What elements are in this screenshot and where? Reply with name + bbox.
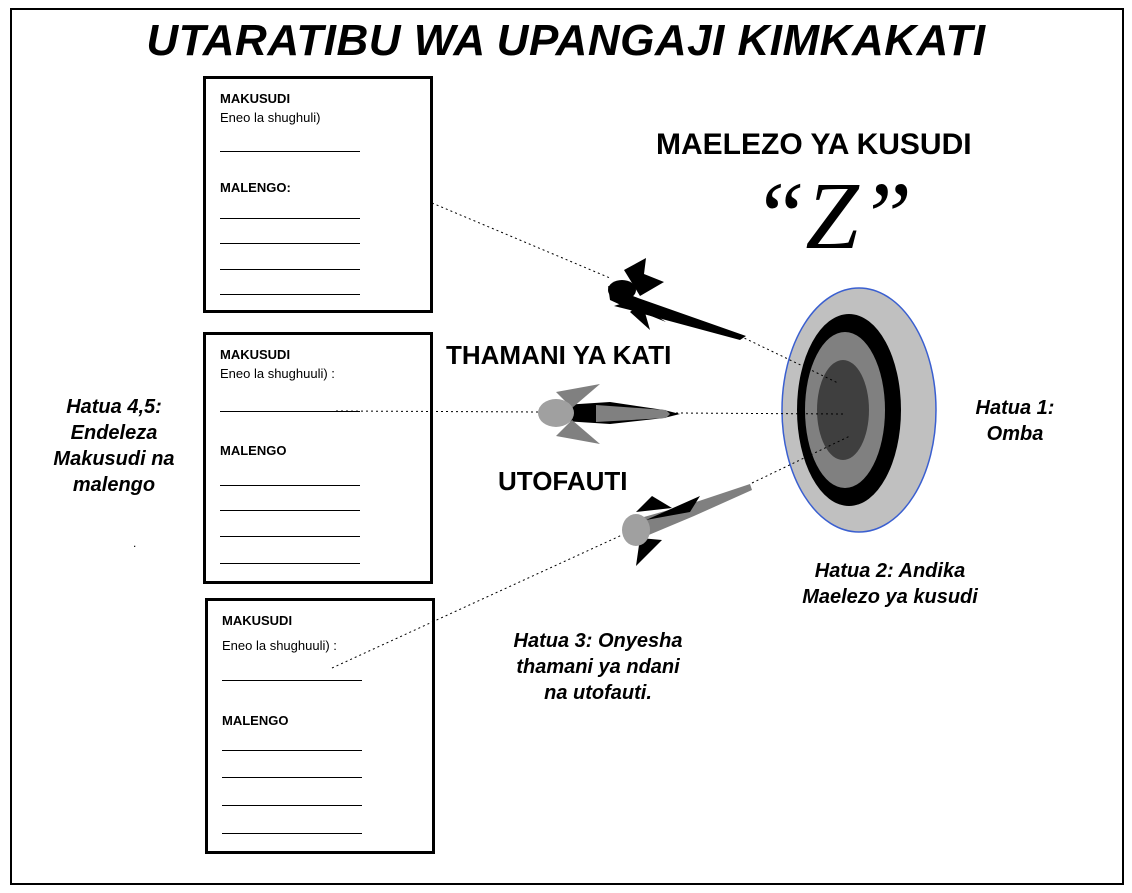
step-3-line: Hatua 3: Onyesha (513, 630, 683, 652)
card-middle-heading: MAKUSUDI (220, 347, 291, 362)
card-middle-goal-line (220, 485, 360, 486)
step-1-line: Omba (986, 423, 1044, 445)
step-3-line: thamani ya ndani (516, 656, 680, 678)
card-top: MAKUSUDI Eneo la shughuli) MALENGO: (203, 76, 433, 313)
step-2-line: Maelezo ya kusudi (802, 586, 978, 608)
card-middle: MAKUSUDI Eneo la shughuuli) : MALENGO (203, 332, 433, 584)
target-icon (781, 287, 937, 533)
step-2-line: Hatua 2: Andika (814, 560, 966, 582)
dart-bottom-icon (622, 484, 752, 566)
card-bottom-goals-label: MALENGO (222, 713, 289, 728)
step-1-line: Hatua 1: (975, 397, 1055, 419)
card-top-heading: MAKUSUDI (220, 91, 291, 106)
step-2-label: Hatua 2: Andika Maelezo ya kusudi (770, 558, 1010, 610)
card-bottom-subtitle: Eneo la shughuuli) : (222, 638, 337, 653)
card-top-goal-line (220, 243, 360, 244)
dotted-connector-lines (331, 202, 851, 669)
step-4-5-line: Hatua 4,5: (66, 396, 162, 418)
card-top-line (220, 151, 360, 152)
target-mark: “Z” (752, 162, 913, 269)
target-heading: MAELEZO YA KUSUDI (656, 128, 972, 161)
card-bottom-goal-line (222, 777, 362, 778)
step-4-5-label: Hatua 4,5: Endeleza Makusudi na malengo (24, 394, 204, 498)
card-middle-line (220, 411, 360, 412)
middle-arrow-label: THAMANI YA KATI (446, 340, 672, 370)
step-4-5-line: Endeleza (70, 422, 158, 444)
card-bottom-goal-line (222, 750, 362, 751)
card-middle-goal-line (220, 563, 360, 564)
card-bottom-line (222, 680, 362, 681)
dart-top-icon (608, 258, 746, 340)
card-top-goals-label: MALENGO: (220, 180, 291, 195)
step-4-5-line: malengo (72, 474, 156, 496)
step-4-5-line: Makusudi na (53, 448, 175, 470)
card-middle-subtitle: Eneo la shughuuli) : (220, 366, 335, 381)
card-top-goal-line (220, 269, 360, 270)
card-middle-goals-label: MALENGO (220, 443, 287, 458)
card-top-subtitle: Eneo la shughuli) (220, 110, 321, 125)
bottom-arrow-label: UTOFAUTI (498, 466, 628, 496)
card-bottom-goal-line (222, 805, 362, 806)
card-middle-goal-line (220, 510, 360, 511)
step-3-label: Hatua 3: Onyesha thamani ya ndani na uto… (478, 628, 718, 706)
card-bottom: MAKUSUDI Eneo la shughuuli) : MALENGO (205, 598, 435, 854)
card-top-goal-line (220, 218, 360, 219)
card-top-goal-line (220, 294, 360, 295)
card-middle-goal-line (220, 536, 360, 537)
dart-middle-icon (538, 384, 680, 444)
diagram-frame (10, 8, 1124, 885)
card-bottom-goal-line (222, 833, 362, 834)
card-bottom-heading: MAKUSUDI (222, 613, 293, 628)
step-1-label: Hatua 1: Omba (955, 395, 1075, 447)
page-title: UTARATIBU WA UPANGAJI KIMKAKATI (146, 16, 986, 65)
step-3-line: na utofauti. (544, 682, 652, 704)
stray-dot: . (133, 536, 137, 550)
